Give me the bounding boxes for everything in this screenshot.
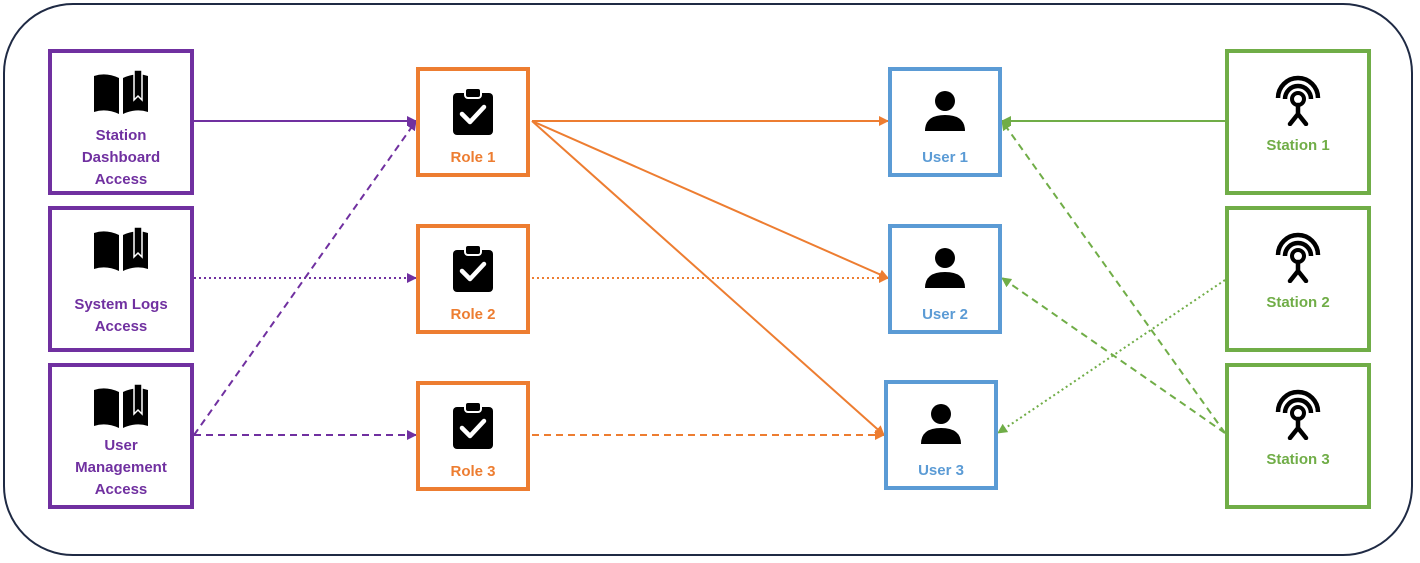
antenna-icon [1270, 389, 1326, 440]
station-label: Station 2 [1266, 294, 1330, 311]
role-node-1: Role 1 [416, 67, 530, 177]
person-icon [919, 400, 963, 448]
role-node-3: Role 3 [416, 381, 530, 491]
permission-node-station-dashboard: Station Dashboard Access [48, 49, 194, 195]
book-icon [92, 226, 150, 274]
station-node-1: Station 1 [1225, 49, 1371, 195]
person-icon [923, 244, 967, 292]
user-node-3: User 3 [884, 380, 998, 490]
antenna-icon [1270, 75, 1326, 126]
permission-node-user-management: User Management Access [48, 363, 194, 509]
edge-p3-r1 [193, 120, 417, 436]
station-node-3: Station 3 [1225, 363, 1371, 509]
edge-s3-u2 [1001, 277, 1226, 434]
edge-s2-u3 [997, 279, 1226, 434]
station-label: Station 3 [1266, 451, 1330, 468]
clipboard-check-icon [451, 87, 495, 135]
permission-node-system-logs: System Logs Access [48, 206, 194, 352]
person-icon [923, 87, 967, 135]
edge-s3-u1 [1001, 120, 1226, 434]
station-label: Station 1 [1266, 137, 1330, 154]
diagram-frame [3, 3, 1413, 556]
user-node-2: User 2 [888, 224, 1002, 334]
station-node-2: Station 2 [1225, 206, 1371, 352]
user-label: User 1 [922, 149, 968, 166]
user-label: User 3 [918, 462, 964, 479]
user-node-1: User 1 [888, 67, 1002, 177]
role-node-2: Role 2 [416, 224, 530, 334]
permission-label: Station Dashboard Access [81, 127, 161, 188]
book-icon [92, 69, 150, 117]
edge-r1-u2 [531, 120, 889, 279]
permission-label: User Management Access [75, 437, 167, 498]
antenna-icon [1270, 232, 1326, 283]
book-icon [92, 383, 150, 431]
user-label: User 2 [922, 306, 968, 323]
clipboard-check-icon [451, 244, 495, 292]
permission-label: System Logs Access [74, 296, 168, 335]
role-label: Role 3 [450, 463, 496, 480]
role-label: Role 2 [450, 306, 496, 323]
clipboard-check-icon [451, 401, 495, 449]
role-label: Role 1 [450, 149, 496, 166]
